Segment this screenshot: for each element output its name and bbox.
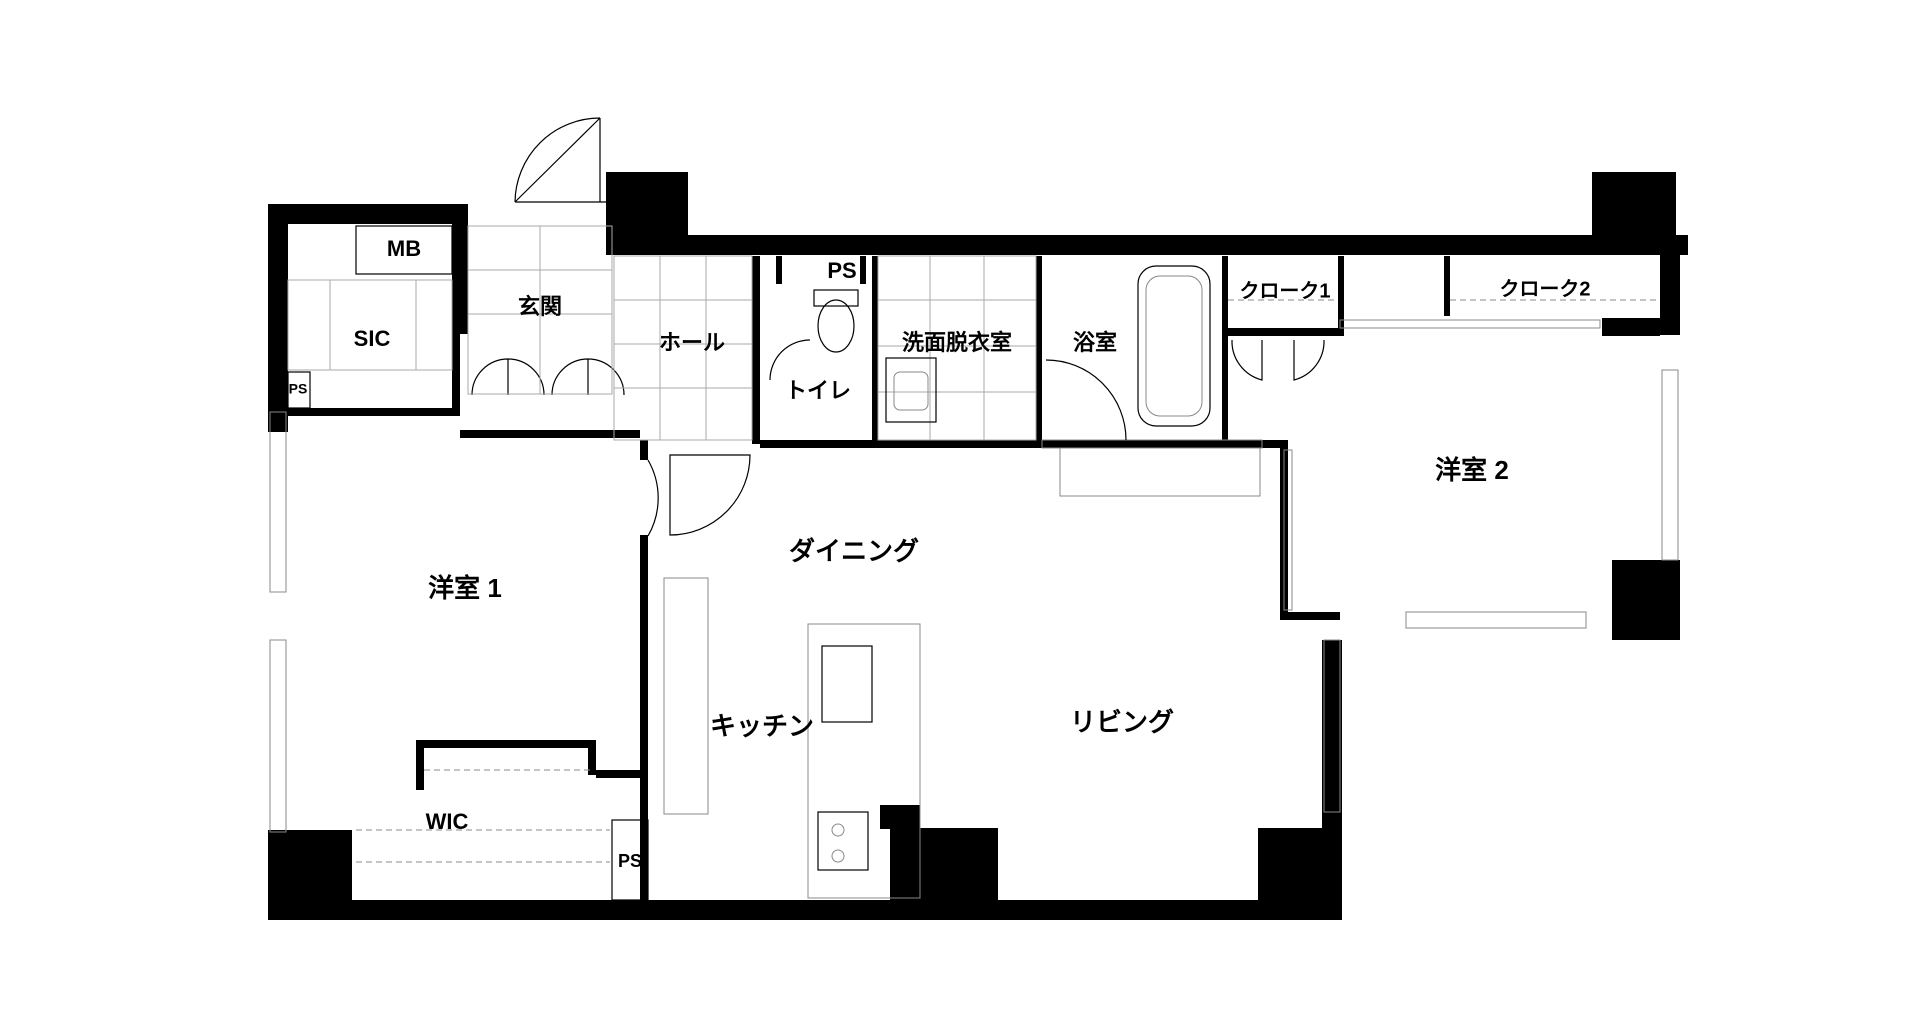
label-mb: MB [387,236,421,261]
label-ps-left: PS [289,381,308,397]
interior-walls [287,225,1660,901]
label-cloak2: クローク2 [1499,277,1590,300]
tile-grids [287,225,1037,441]
label-living: リビング [1070,707,1174,737]
label-yokushitsu: 浴室 [1073,330,1117,355]
label-ps-bottom: PS [618,851,642,871]
label-wic: WIC [426,809,469,834]
label-yoshitsu2: 洋室 2 [1435,455,1509,485]
label-hall: ホール [659,330,725,355]
label-kitchen: キッチン [710,711,814,741]
label-ps-top: PS [827,258,856,283]
outer-walls [268,172,1688,920]
label-toilet: トイレ [785,378,851,403]
label-yoshitsu1: 洋室 1 [428,573,502,603]
label-senmen: 洗面脱衣室 [902,330,1012,355]
windows [269,319,1679,833]
label-sic: SIC [354,326,391,351]
room-labels: MB 玄関 SIC PS ホール PS トイレ 洗面脱衣室 浴室 クローク1 ク… [289,236,1591,871]
label-genkan: 玄関 [518,294,562,319]
label-dining: ダイニング [789,536,919,566]
fixtures [356,265,1660,899]
label-cloak1: クローク1 [1239,279,1330,302]
doors [471,117,1325,537]
